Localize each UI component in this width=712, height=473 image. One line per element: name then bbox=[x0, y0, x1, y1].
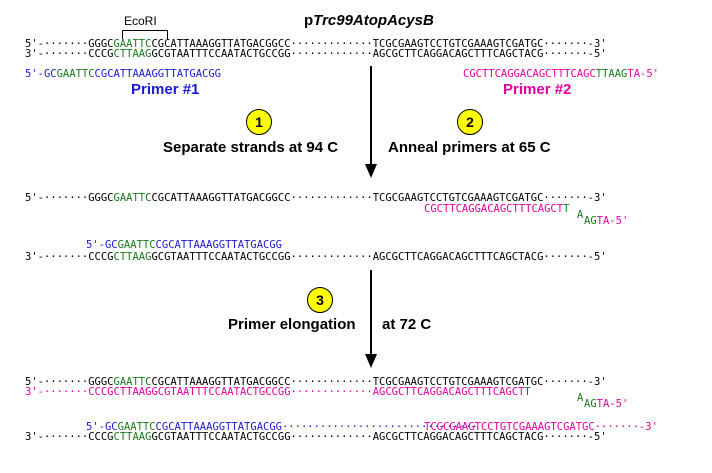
step-2-text: Anneal primers at 65 C bbox=[388, 139, 551, 156]
primer2-seq-1: CGCTTCAGGACAGCTTTCAGCTTAAGTA-5' bbox=[463, 68, 659, 80]
step-1-text: Separate strands at 94 C bbox=[163, 139, 339, 156]
step-3-circle: 3 bbox=[307, 287, 333, 313]
primer1-seq-1: 5'-GCGAATTCCGCATTAAAGGTTATGACGG bbox=[25, 68, 221, 80]
ecori-bracket bbox=[122, 30, 168, 39]
step-2-circle: 2 bbox=[457, 109, 483, 135]
primer2-tail-2: AGTA-5' bbox=[584, 215, 629, 227]
top-strand-1: 5'-·······GGGCGAATTCCGCATTAAAGGTTATGACGG… bbox=[25, 38, 607, 50]
plasmid-title: pTrc99AtopAcysB bbox=[304, 12, 434, 29]
primer2-tail-1: A bbox=[577, 209, 584, 221]
step-3-text: Primer elongation bbox=[228, 316, 356, 333]
magenta-new-strand: 3'-·······CCCGCTTAAGGCGTAATTTCCAATACTGCC… bbox=[25, 386, 531, 398]
primer2-tail-3a: A bbox=[577, 392, 584, 404]
blue-new-strand: 5'-GCGAATTCCGCATTAAAGGTTATGACGG·········… bbox=[86, 421, 478, 433]
bottom-strand-3: 3'-·······CCCGCTTAAGGCGTAATTTCCAATACTGCC… bbox=[25, 431, 607, 443]
primer2-tail-3b: AGTA-5' bbox=[584, 398, 629, 410]
primer2-label: Primer #2 bbox=[503, 81, 572, 98]
step-1-circle: 1 bbox=[246, 109, 272, 135]
top-strand-3: 5'-·······GGGCGAATTCCGCATTAAAGGTTATGACGG… bbox=[25, 376, 607, 388]
arrow-down-1 bbox=[365, 66, 377, 178]
blue-strand-extension: TCGCGAAGTCCTGTCGAAAGTCGATGC·······-3' bbox=[424, 421, 658, 433]
bottom-strand-1: 3'-·······CCCGCTTAAGGCGTAATTTCCAATACTGCC… bbox=[25, 48, 607, 60]
bottom-strand-2: 3'-·······CCCGCTTAAGGCGTAATTTCCAATACTGCC… bbox=[25, 251, 607, 263]
top-strand-2: 5'-·······GGGCGAATTCCGCATTAAAGGTTATGACGG… bbox=[25, 192, 607, 204]
primer1-annealed: 5'-GCGAATTCCGCATTAAAGGTTATGACGG bbox=[86, 239, 282, 251]
primer2-annealed: CGCTTCAGGACAGCTTTCAGCTT bbox=[424, 203, 570, 215]
arrow-down-2 bbox=[365, 270, 377, 368]
primer1-label: Primer #1 bbox=[131, 81, 200, 98]
ecori-label: EcoRI bbox=[124, 14, 157, 28]
step-3-temp: at 72 C bbox=[382, 316, 432, 333]
